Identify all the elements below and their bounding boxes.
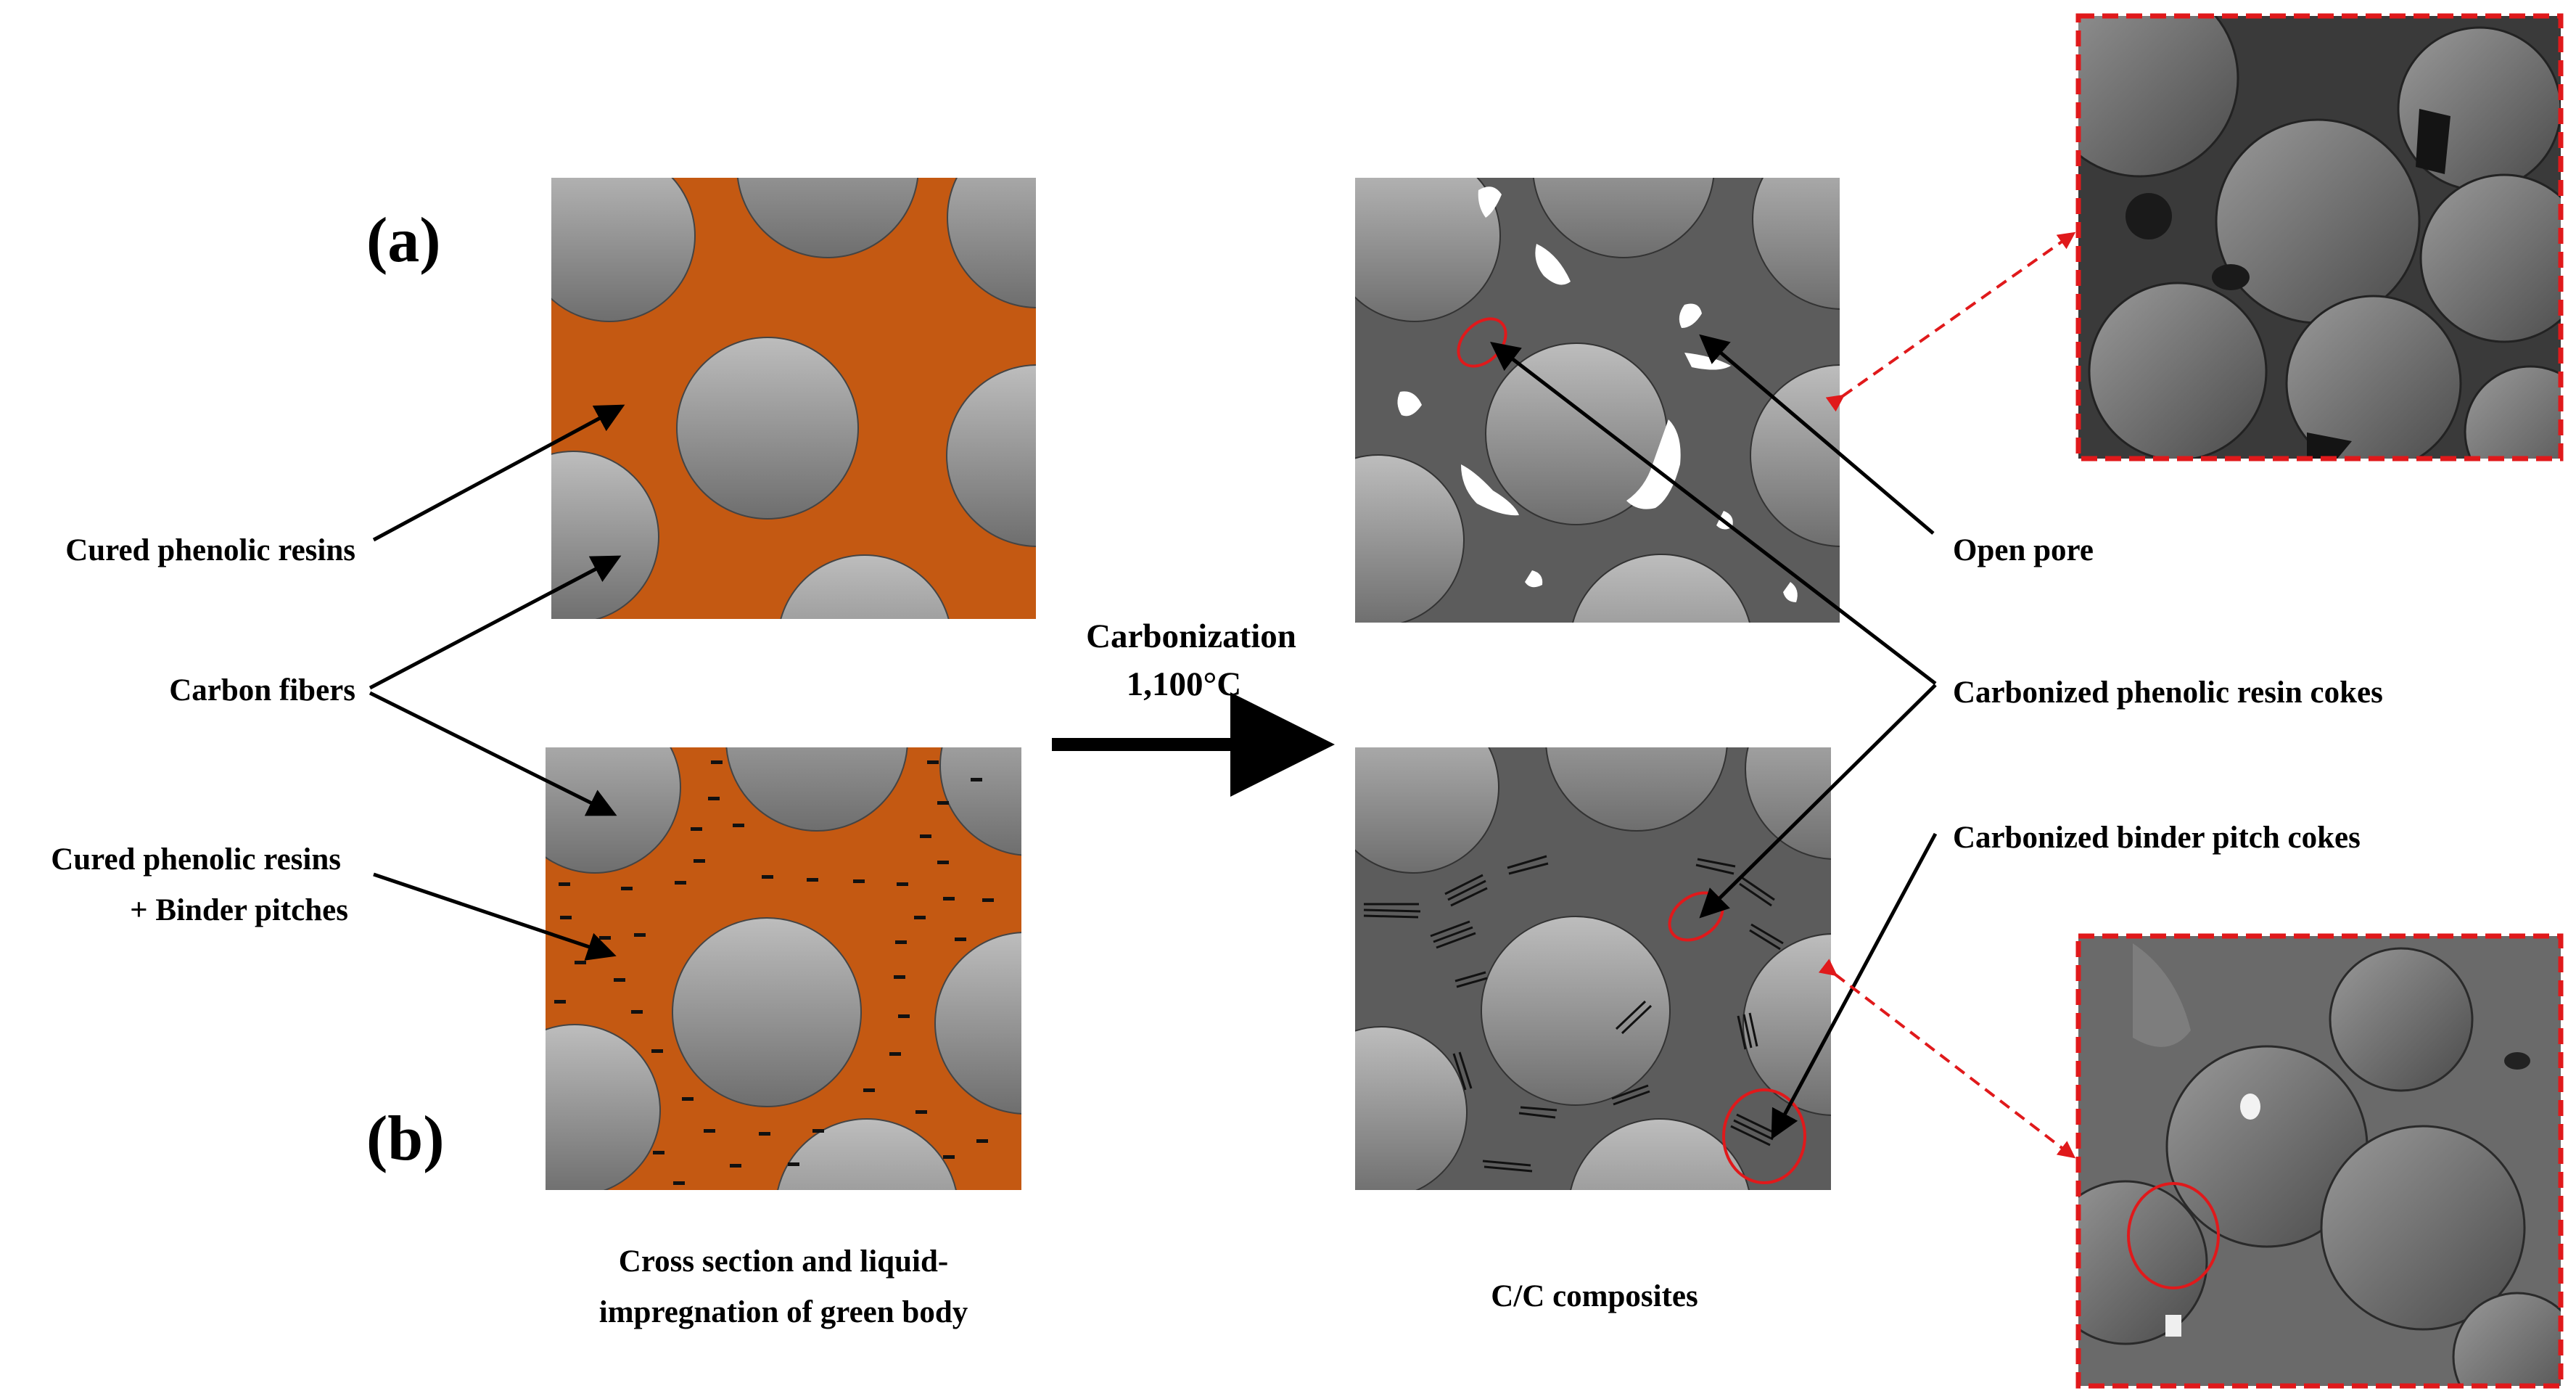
label-pitch-cokes: Carbonized binder pitch cokes	[1953, 821, 2361, 855]
label-cured-resins: Cured phenolic resins	[65, 533, 355, 567]
carbon-fiber	[939, 747, 1021, 856]
label-cured-resins-binder-1: Cured phenolic resins	[51, 842, 341, 877]
carbon-fiber	[1355, 178, 1501, 322]
carbon-fiber	[725, 747, 908, 832]
carbon-fiber	[1570, 1118, 1750, 1190]
panel-a-green-body	[551, 178, 1036, 619]
carbon-fiber	[934, 932, 1021, 1115]
carbon-fiber	[1750, 364, 1840, 547]
open-pores	[1397, 186, 1798, 602]
carbon-fiber	[672, 917, 862, 1107]
highlight-circle	[1722, 1088, 1806, 1184]
highlight-circle	[2127, 1182, 2220, 1289]
sem-micrograph-b	[2075, 933, 2564, 1389]
carbon-fiber	[1355, 747, 1499, 874]
caption-left-1: Cross section and liquid-	[619, 1244, 948, 1279]
panel-b-green-body	[546, 747, 1021, 1190]
pitch-coke-lamellae	[1363, 855, 1784, 1173]
carbon-fiber	[1545, 747, 1728, 832]
carbon-fiber	[1572, 554, 1750, 623]
carbon-fiber	[1745, 747, 1831, 860]
carbon-fiber	[1752, 178, 1840, 310]
panel-label-a: (a)	[366, 205, 441, 276]
annotation-arrows	[369, 334, 1938, 1140]
label-carbon-fibers: Carbon fibers	[169, 673, 355, 707]
sem-micrograph-a	[2075, 13, 2564, 461]
arrow-carbon-fiber-top	[369, 555, 622, 690]
sem-link-arrow-a	[1825, 231, 2076, 412]
arrow-resin-coke-bottom	[1699, 684, 1937, 919]
carbon-fiber	[551, 178, 696, 322]
carbon-fiber	[546, 747, 681, 874]
arrow-cured-resins	[372, 404, 625, 542]
arrow-carbon-fiber-bottom	[369, 691, 617, 816]
carbon-fiber	[1481, 916, 1671, 1106]
carbon-fiber	[676, 337, 859, 520]
binder-pitch-particles	[554, 760, 994, 1185]
caption-left-2: impregnation of green body	[599, 1295, 968, 1329]
carbon-fiber	[546, 1024, 661, 1190]
sem-link-arrows	[1818, 231, 2076, 1159]
label-resin-cokes: Carbonized phenolic resin cokes	[1953, 676, 2383, 710]
label-cured-resins-binder-2: + Binder pitches	[130, 893, 348, 927]
carbon-fiber	[1355, 454, 1465, 623]
panel-a-cc-composite	[1355, 178, 1840, 623]
arrow-resin-coke-top	[1490, 341, 1937, 685]
label-open-pore: Open pore	[1953, 533, 2094, 567]
panel-b-cc-composite	[1355, 747, 1831, 1190]
caption-right: C/C composites	[1491, 1279, 1698, 1313]
carbon-fiber	[551, 451, 659, 619]
carbon-fiber	[1355, 1026, 1468, 1190]
carbon-fiber	[947, 178, 1036, 308]
process-label-line2: 1,100°C	[1127, 665, 1242, 703]
panel-label-b: (b)	[366, 1104, 445, 1174]
arrow-resin-binder	[373, 872, 617, 961]
carbon-fiber	[946, 364, 1036, 547]
process-label-line1: Carbonization	[1086, 618, 1296, 655]
arrow-open-pore	[1699, 334, 1935, 535]
carbon-fiber	[780, 554, 950, 619]
carbon-fiber	[1532, 178, 1715, 258]
sem-link-arrow-b	[1818, 959, 2076, 1159]
carbon-fiber	[736, 178, 919, 258]
carbon-fiber	[777, 1118, 957, 1190]
